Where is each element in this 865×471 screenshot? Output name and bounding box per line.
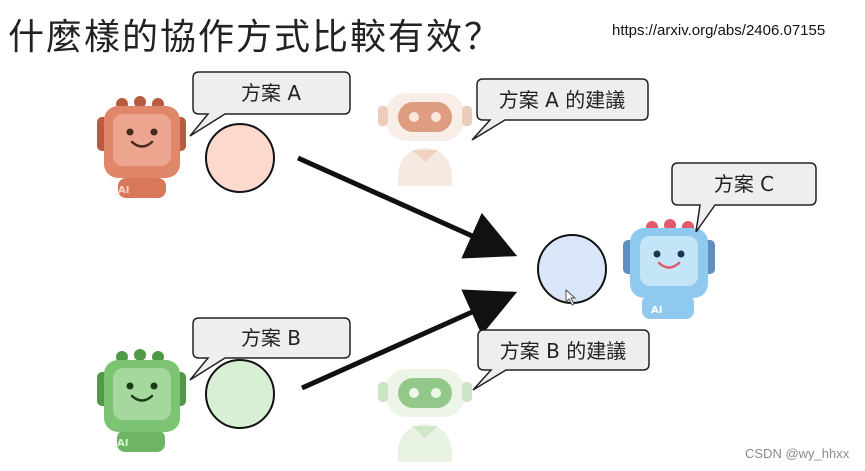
robot-badge: AI: [118, 185, 129, 196]
assistant-robot-orange-icon: [378, 93, 472, 186]
assistant-robot-green-icon: [378, 369, 472, 462]
robot-green-icon: AI: [97, 349, 186, 452]
bubble-advice-b: 方案 B 的建議: [472, 329, 650, 391]
bubble-plan-c-text: 方案 C: [714, 172, 774, 196]
bubble-advice-a: 方案 A 的建議: [471, 78, 649, 141]
bubble-plan-b-text: 方案 B: [241, 326, 301, 350]
mouse-cursor-icon: [565, 288, 577, 306]
robot-blue-icon: AI: [623, 219, 715, 319]
arrow-icon: [296, 155, 518, 259]
circle-plan-c: [537, 234, 607, 304]
bubble-advice-b-text: 方案 B 的建議: [500, 339, 626, 363]
bubble-plan-b: 方案 B: [189, 317, 351, 381]
bubble-plan-a-text: 方案 A: [241, 81, 301, 105]
source-url[interactable]: https://arxiv.org/abs/2406.07155: [612, 22, 826, 39]
circle-plan-b: [205, 359, 275, 429]
robot-badge: AI: [117, 438, 128, 449]
bubble-plan-c: 方案 C: [671, 162, 817, 233]
page-title: 什麼樣的協作方式比較有效？: [8, 17, 503, 58]
robot-orange-icon: AI: [97, 96, 186, 198]
robot-badge: AI: [651, 305, 662, 316]
bubble-advice-a-text: 方案 A 的建議: [499, 88, 625, 112]
arrow-icon: [300, 289, 518, 391]
circle-plan-a: [205, 123, 275, 193]
watermark: CSDN @wy_hhxx: [745, 446, 850, 461]
bubble-plan-a: 方案 A: [189, 71, 351, 137]
